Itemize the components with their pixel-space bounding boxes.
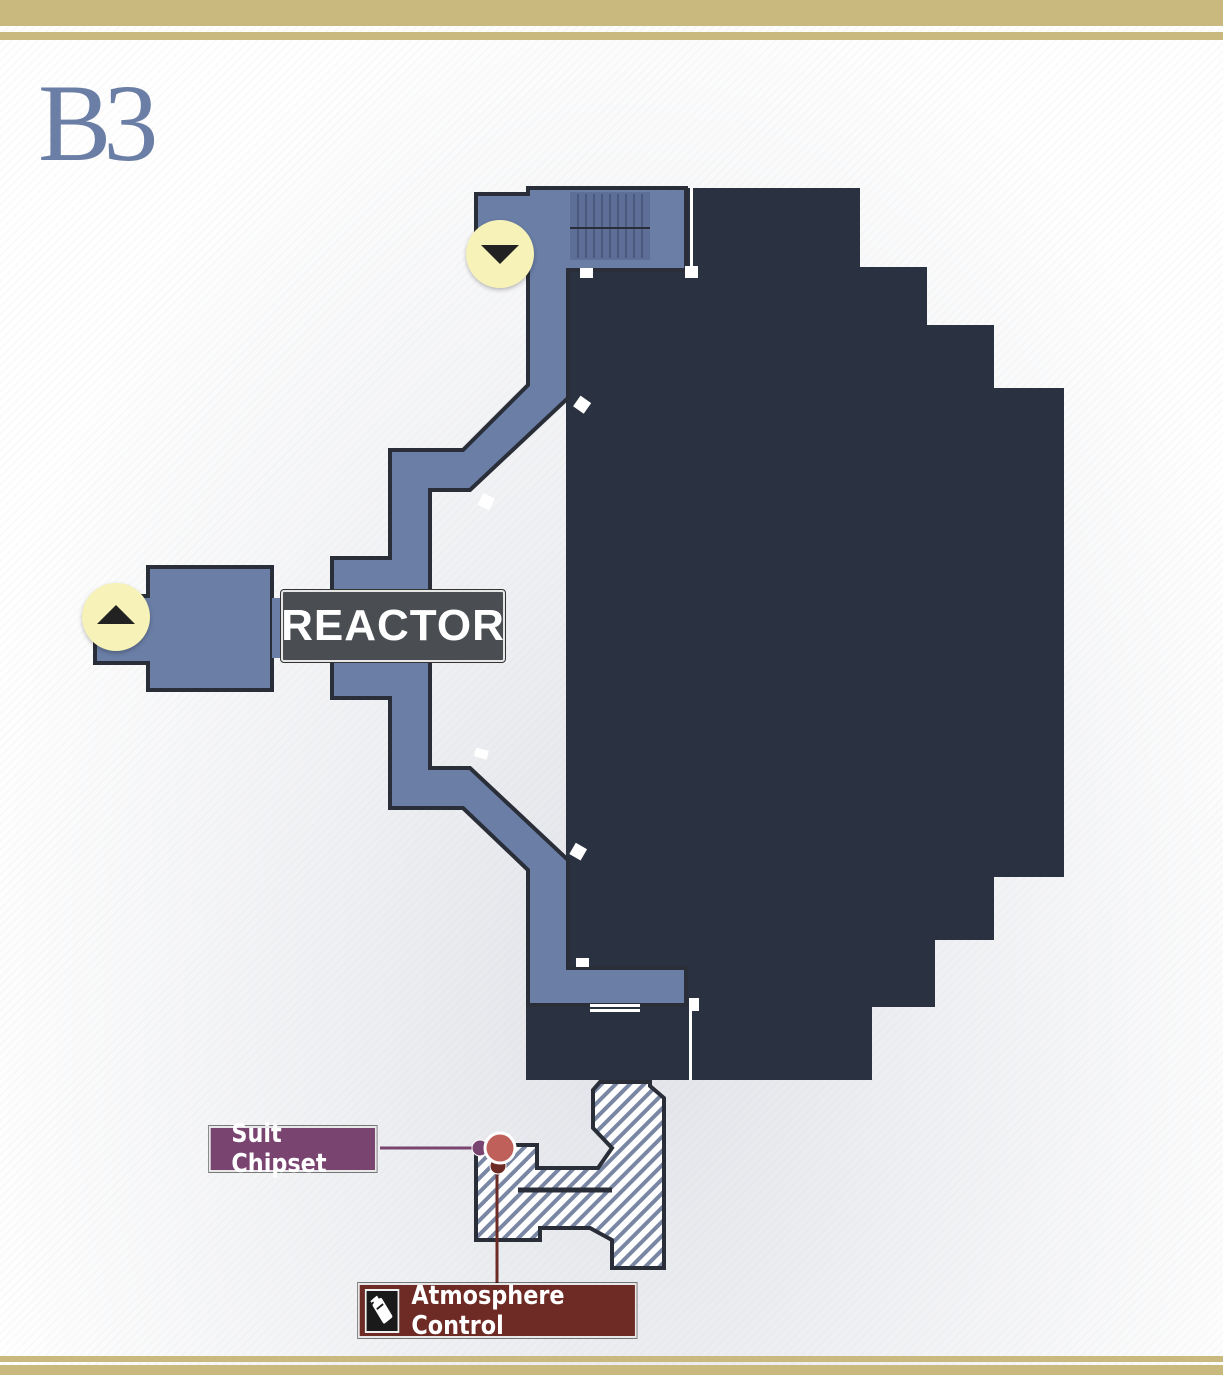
elevator-up-button[interactable] — [82, 583, 150, 651]
item-location-marker[interactable] — [483, 1131, 517, 1165]
down-arrow-icon — [481, 245, 519, 264]
suit-chipset-tag[interactable]: Suit Chipset — [209, 1119, 377, 1179]
atmosphere-control-tag[interactable]: Atmosphere Control — [358, 1280, 637, 1341]
frame-bottom-band — [0, 1365, 1223, 1375]
door-markers — [473, 188, 699, 1080]
atmosphere-control-label: Atmosphere Control — [411, 1280, 565, 1341]
area-label-reactor[interactable]: REACTOR — [281, 590, 505, 662]
up-arrow-icon — [97, 605, 135, 624]
reactor-corridor[interactable] — [330, 186, 688, 1007]
floor-label: B3 — [38, 62, 154, 184]
pressure-gauge-icon — [364, 1288, 400, 1333]
stairs-icon — [570, 192, 650, 260]
door — [272, 598, 282, 658]
elevator-down-button[interactable] — [466, 220, 534, 288]
suit-chipset-label: Suit Chipset — [231, 1119, 327, 1179]
frame-top-band — [0, 0, 1223, 26]
unexplored-area[interactable] — [474, 1080, 666, 1270]
reactor-core[interactable] — [526, 188, 1064, 1080]
frame-top-line — [0, 32, 1223, 40]
frame-bottom-line — [0, 1356, 1223, 1362]
